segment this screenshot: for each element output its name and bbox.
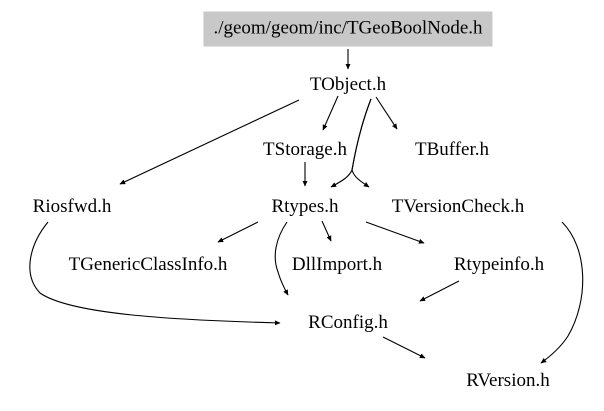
node-riosfwd[interactable]: Riosfwd.h — [32, 196, 112, 217]
edge-riosfwd-to-rconfig — [29, 221, 281, 326]
edge-rtypeinfo-to-rconfig — [419, 280, 460, 302]
node-tstorage[interactable]: TStorage.h — [263, 139, 347, 160]
edge-tversioncheck-to-rversion — [540, 221, 584, 364]
edge-tobject-to-tstorage — [322, 95, 339, 131]
edge-rtypes-to-tgenericclassinfo — [217, 221, 259, 243]
node-tversioncheck[interactable]: TVersionCheck.h — [391, 196, 525, 217]
edge-rtypes-to-rtypeinfo — [365, 221, 425, 244]
node-rtypes[interactable]: Rtypes.h — [271, 196, 339, 217]
edge-rconfig-to-rversion — [382, 336, 426, 359]
node-tbuffer[interactable]: TBuffer.h — [414, 139, 490, 160]
node-tobject[interactable]: TObject.h — [309, 74, 387, 95]
node-tgenericclassinfo[interactable]: TGenericClassInfo.h — [68, 254, 228, 275]
node-rversion[interactable]: RVersion.h — [466, 370, 550, 391]
edge-tobject-to-tversioncheck — [351, 98, 372, 188]
node-root-tgeoboolnode[interactable]: ./geom/geom/inc/TGeoBoolNode.h — [203, 11, 493, 47]
node-rconfig[interactable]: RConfig.h — [308, 312, 388, 333]
edge-rtypes-to-dllimport — [321, 220, 332, 242]
node-dllimport[interactable]: DllImport.h — [291, 254, 383, 275]
edge-rtypes-to-rconfig — [274, 221, 289, 296]
edge-tobject-to-riosfwd — [119, 99, 300, 185]
edge-tobject-to-tbuffer — [375, 96, 398, 130]
node-rtypeinfo[interactable]: Rtypeinfo.h — [453, 254, 545, 275]
